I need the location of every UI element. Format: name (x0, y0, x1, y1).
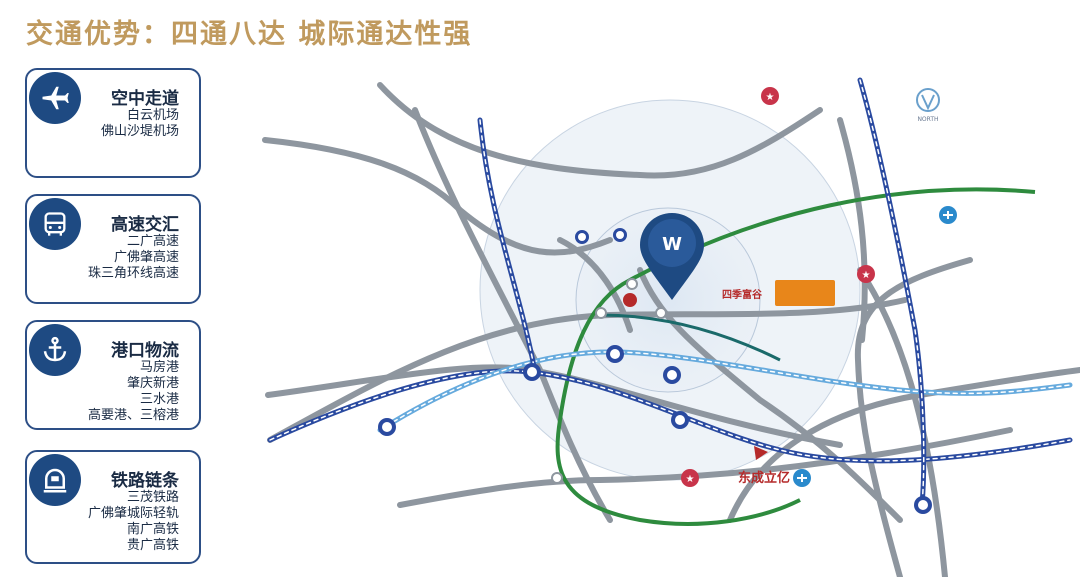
card-item: 肇庆新港 (126, 376, 179, 391)
card-item: 高要港、三榕港 (87, 408, 179, 423)
guangfozhao-expressway (599, 313, 781, 362)
card-heading: 港口物流 (111, 341, 179, 361)
card-item: 马房港 (139, 360, 179, 375)
card-heading: 空中走道 (111, 89, 179, 109)
dongfang-logo-icon (623, 293, 637, 307)
card-item: 南广高铁 (126, 522, 179, 537)
north-label: NORTH (917, 116, 938, 123)
rail-card: 铁路链条 三茂铁路 广佛肇城际轻轨 南广高铁 贵广高铁 (25, 450, 201, 564)
svg-text:★: ★ (862, 270, 871, 281)
port-card: 港口物流 马房港 肇庆新港 三水港 高要港、三榕港 (25, 320, 201, 430)
roads (262, 82, 1080, 577)
card-item: 二广高速 (126, 234, 179, 249)
card-items: 三茂铁路 广佛肇城际轻轨 南广高铁 贵广高铁 (88, 490, 179, 554)
card-item: 珠三角环线高速 (87, 266, 179, 281)
svg-text:★: ★ (766, 92, 775, 103)
project-brand-logo-icon (754, 446, 768, 460)
project-brand-label: 东成立亿 (738, 470, 790, 486)
bus-icon (29, 198, 81, 250)
station-pins (378, 228, 932, 514)
landmark-pins: ★ ★ ★ (681, 87, 875, 487)
svg-text:W: W (662, 234, 682, 255)
highway-card: 高速交汇 二广高速 广佛肇高速 珠三角环线高速 (25, 194, 201, 304)
brand-sihui: 四季富谷 (722, 288, 763, 301)
train-icon (29, 454, 81, 506)
card-heading: 铁路链条 (111, 471, 179, 491)
card-item: 贵广高铁 (126, 538, 179, 553)
card-heading: 高速交汇 (111, 215, 179, 235)
inner-range-circle (575, 207, 761, 393)
card-item: 三水港 (139, 392, 179, 407)
project-location-pin: W (640, 213, 704, 300)
card-item: 三茂铁路 (126, 490, 179, 505)
pearl-ring-expressway (555, 187, 1036, 526)
card-item: 白云机场 (126, 108, 179, 123)
card-item: 广佛肇高速 (113, 250, 179, 265)
page-title: 交通优势：四通八达 城际通达性强 (26, 19, 473, 50)
card-item: 广佛肇城际轻轨 (87, 506, 179, 521)
junction-nodes (551, 278, 667, 484)
airplane-icon (793, 206, 957, 487)
industrial-zone-block (775, 280, 835, 306)
card-item: 佛山沙堤机场 (100, 124, 179, 139)
north-compass-icon (916, 88, 940, 112)
svg-text:★: ★ (686, 474, 695, 485)
rail-lines (267, 77, 1073, 508)
card-items: 马房港 肇庆新港 三水港 高要港、三榕港 (88, 360, 179, 424)
air-card: 空中走道 白云机场 佛山沙堤机场 (25, 68, 201, 178)
anchor-icon (29, 324, 81, 376)
card-items: 二广高速 广佛肇高速 珠三角环线高速 (88, 234, 179, 282)
airplane-icon (29, 72, 81, 124)
transport-map: ★ ★ ★ NORTH W 四季富谷 东成立亿 (262, 77, 1080, 577)
card-items: 白云机场 佛山沙堤机场 (101, 108, 179, 140)
